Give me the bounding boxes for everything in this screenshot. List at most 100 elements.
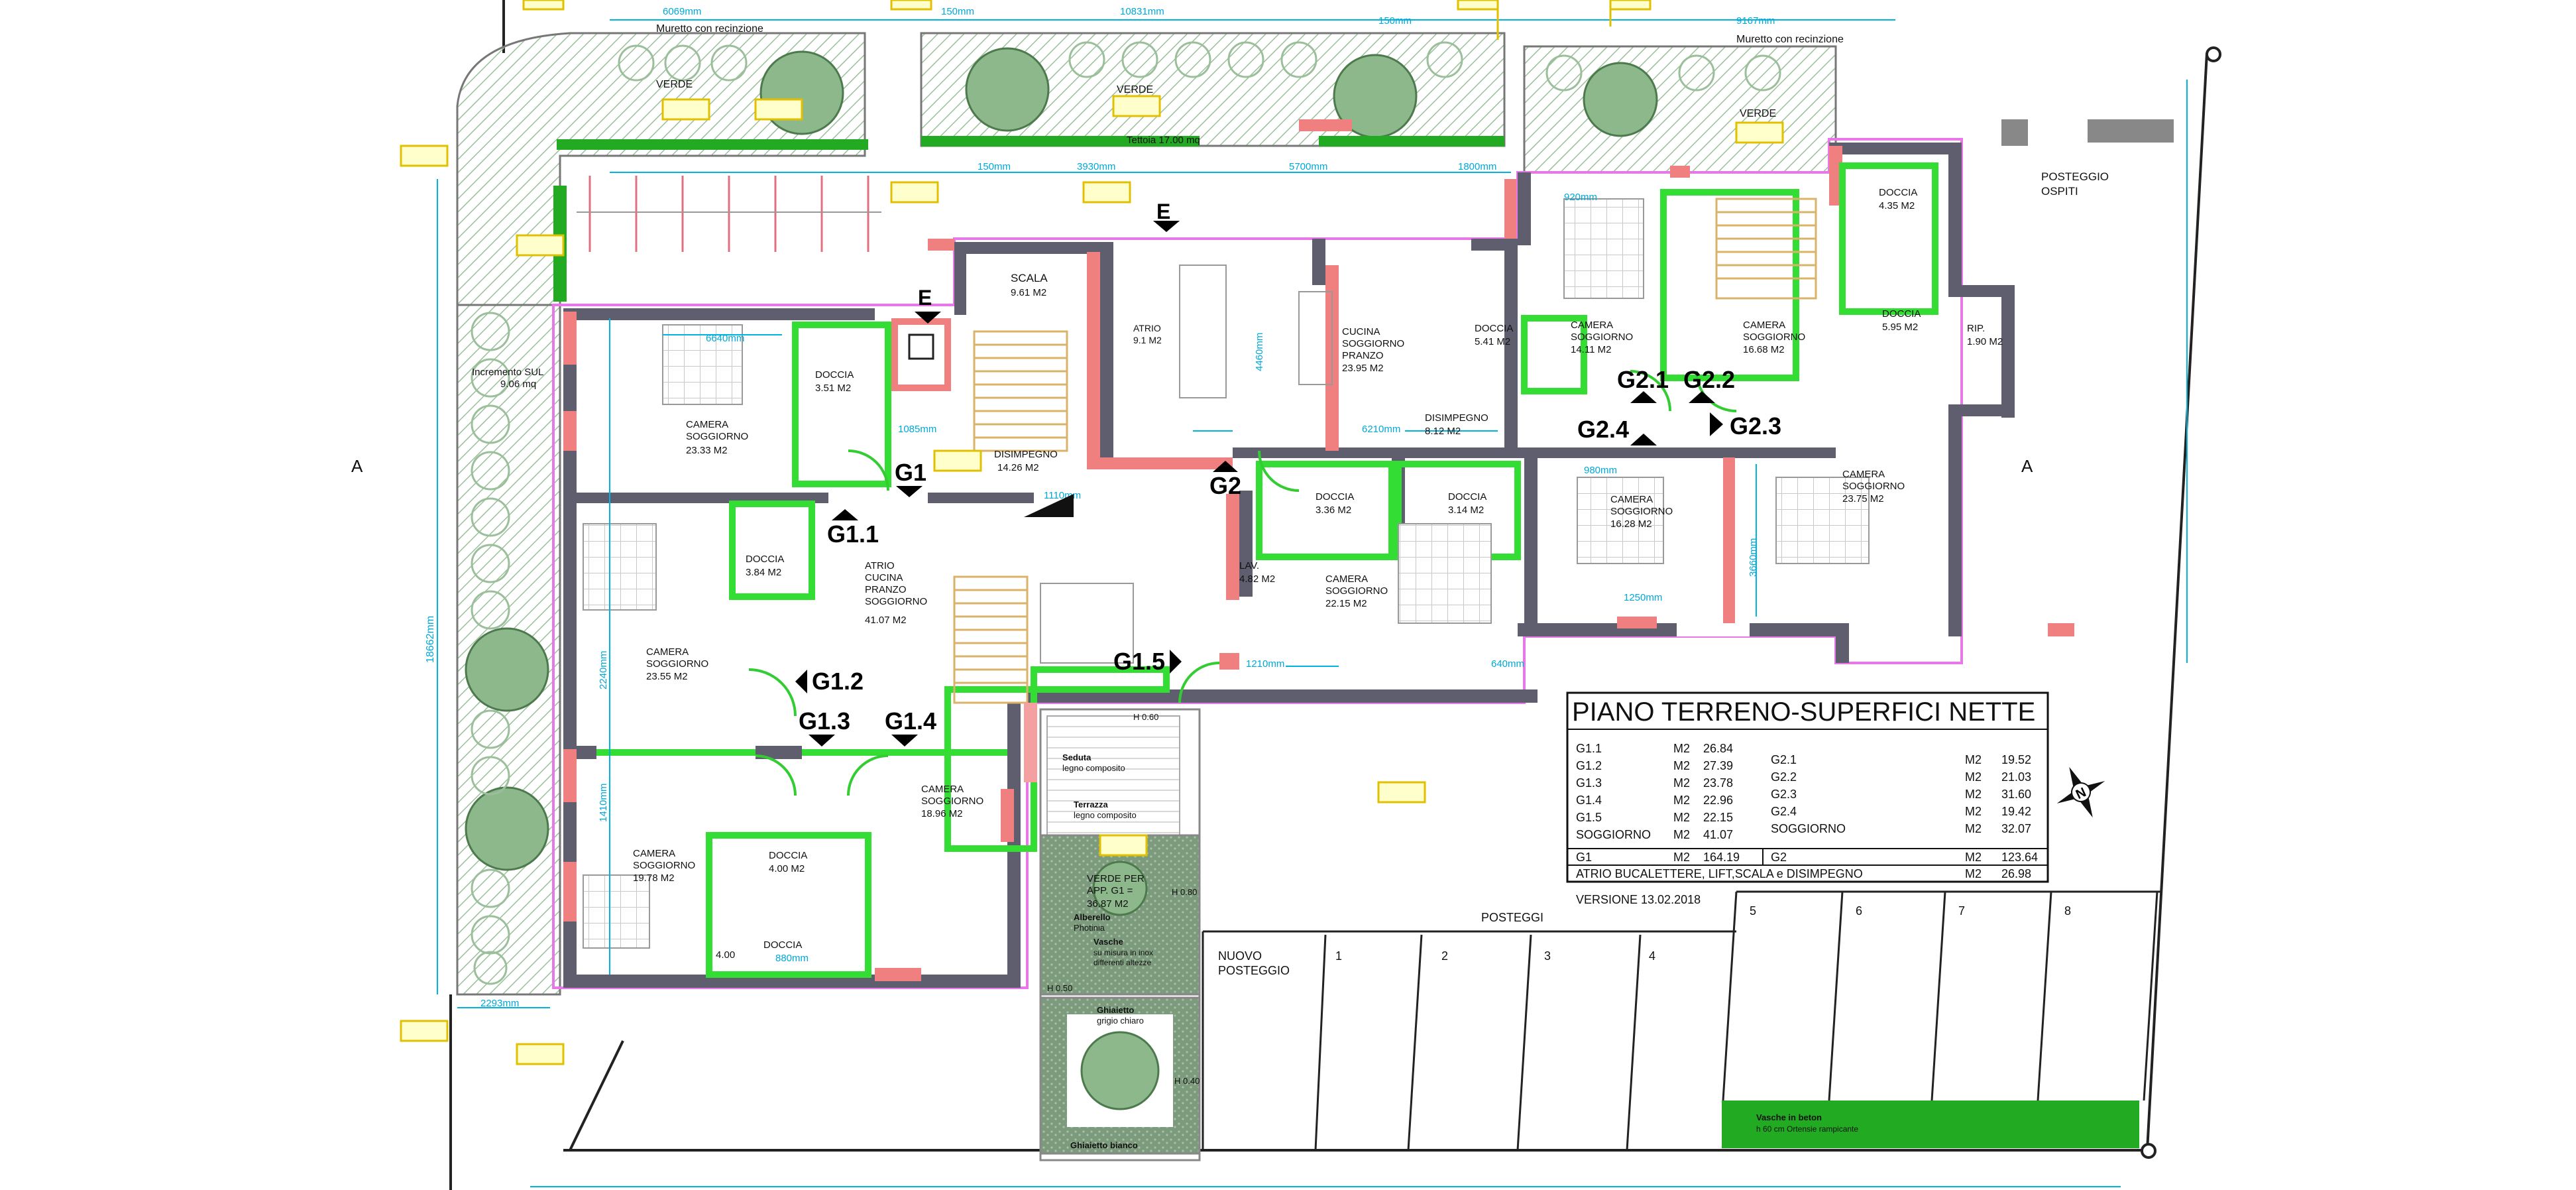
utility-boxes	[2001, 119, 2174, 146]
text-line: SOGGIORNO	[1325, 585, 1388, 597]
dim-label: 6210mm	[1362, 424, 1400, 435]
north-arrow-icon: N	[2056, 766, 2105, 818]
text-line: ATRIO	[865, 560, 895, 571]
right-row-label: G2.4	[1771, 805, 1797, 818]
terrace-seduta-2: legno composito	[1062, 763, 1125, 773]
terrace-vasche-3: differenti altezze	[1093, 958, 1151, 967]
atrio-row-label: ATRIO BUCALETTERE, LIFT,SCALA e DISIMPEG…	[1576, 867, 1863, 880]
unit-tag-g1-2: G1.2	[812, 668, 864, 695]
terrace-area	[1024, 703, 1201, 1161]
terrace-h080: H 0.80	[1172, 887, 1197, 897]
text-line: CUCINA	[1342, 326, 1380, 337]
text-line: SOGGIORNO	[1342, 338, 1404, 349]
room-name: DOCCIA	[1475, 323, 1513, 334]
room-area: 22.15 M2	[1325, 598, 1367, 609]
room-area: 14.11 M2	[1571, 344, 1611, 355]
text-line: SOGGIORNO	[646, 658, 708, 670]
left-row-label: G1.3	[1576, 776, 1602, 790]
dim-label: 6640mm	[706, 333, 744, 344]
right-row-unit: M2	[1965, 805, 1982, 818]
text-line: CAMERA	[1842, 469, 1885, 480]
room-area: 9.1 M2	[1133, 335, 1162, 345]
room-r13: DISIMPEGNO 8.12 M2	[1425, 412, 1488, 437]
text-line: PRANZO	[1342, 350, 1384, 361]
dim-label: 4460mm	[1254, 333, 1265, 371]
top-labels: Muretto con recinzione Muretto con recin…	[472, 23, 2109, 390]
guest-parking-label-1: POSTEGGIO	[2041, 170, 2109, 183]
terrace-vasche-1: Vasche	[1093, 937, 1123, 947]
dim-label: 920mm	[1564, 192, 1597, 203]
text-line: CAMERA	[633, 848, 675, 859]
atrio-row-value: 26.98	[2001, 867, 2031, 880]
atrium-triangle	[1024, 494, 1074, 517]
wall-label-left: Muretto con recinzione	[656, 23, 763, 34]
increment-label-2: 9.06 mq	[500, 379, 536, 390]
parking-spot-1: 1	[1335, 949, 1342, 963]
room-area: 16.28 M2	[1610, 518, 1652, 530]
room-area: 41.07 M2	[865, 615, 907, 626]
terrace-vasche-2: su misura in inox	[1093, 948, 1153, 957]
room-area: 23.33 M2	[686, 445, 728, 456]
parking-spot-5: 5	[1750, 904, 1756, 918]
verde-label-3: VERDE	[1740, 108, 1776, 119]
room-name: DOCCIA	[815, 369, 854, 381]
new-parking-2: POSTEGGIO	[1218, 964, 1290, 977]
text-line: VERDE PER	[1087, 873, 1145, 884]
left-row-value: 41.07	[1703, 828, 1733, 841]
terrace-h050: H 0.50	[1047, 983, 1072, 993]
room-name: DISIMPEGNO	[1425, 412, 1488, 424]
parking-title: POSTEGGI	[1481, 911, 1543, 924]
parking-spot-2: 2	[1441, 949, 1448, 963]
unit-tag-g2-4: G2.4	[1577, 416, 1629, 443]
unit-tag-g2: G2	[1209, 472, 1241, 499]
dim-label: 6069mm	[663, 6, 701, 17]
dim-label: 1800mm	[1458, 161, 1496, 172]
room-area: 23.75 M2	[1842, 493, 1884, 505]
room-area: 4.82 M2	[1239, 573, 1275, 585]
room-area: 5.41 M2	[1475, 336, 1510, 347]
right-row-unit: M2	[1965, 753, 1982, 766]
parking-spot-4: 4	[1649, 949, 1655, 963]
room-area: 23.55 M2	[646, 671, 688, 682]
total-left-value: 164.19	[1703, 851, 1740, 864]
right-row-label: SOGGIORNO	[1771, 822, 1846, 835]
left-row-label: SOGGIORNO	[1576, 828, 1651, 841]
terrace-h040: H 0.40	[1174, 1076, 1200, 1086]
dim-label: 1410mm	[598, 784, 609, 822]
room-area: 8.12 M2	[1425, 426, 1461, 437]
boundary-node-se	[2141, 1143, 2156, 1159]
dim-label: 1085mm	[898, 424, 936, 435]
dim-label: 880mm	[775, 953, 809, 964]
room-name-line: SOGGIORNO	[686, 431, 748, 442]
left-row-label: G1.4	[1576, 794, 1602, 807]
parking-labels: POSTEGGI NUOVO POSTEGGIO 1 2 3 4 5 6 7 8…	[1218, 904, 2071, 1134]
section-marker-a-left: A	[351, 456, 363, 476]
room-area: 23.95 M2	[1342, 363, 1384, 374]
left-row-value: 26.84	[1703, 742, 1733, 755]
room-area: 5.95 M2	[1882, 322, 1918, 333]
room-name: DOCCIA	[763, 939, 802, 951]
text-line: CAMERA	[646, 646, 689, 658]
unit-tag-e1: E	[918, 286, 932, 310]
planter-label-2: h 60 cm Ortensie rampicante	[1756, 1124, 1858, 1134]
terrace-alberello-2: Photinia	[1074, 923, 1105, 933]
hedge-circles	[471, 41, 1781, 985]
text-line: SOGGIORNO	[865, 596, 927, 607]
left-row-unit: M2	[1673, 776, 1690, 790]
right-row-label: G2.3	[1771, 788, 1797, 801]
room-name: CAMERA	[686, 419, 728, 430]
